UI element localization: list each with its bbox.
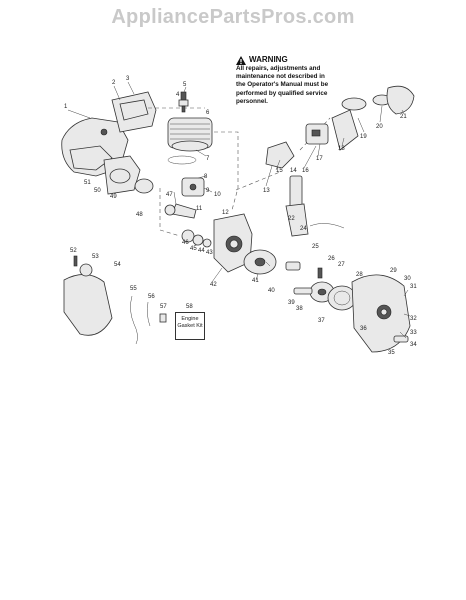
part-number-31: 31 [410, 284, 417, 290]
part-number-17: 17 [316, 156, 323, 162]
fuel-line [147, 301, 151, 327]
part-number-54: 54 [114, 262, 121, 268]
carburetor [305, 123, 329, 145]
part-number-1: 1 [64, 104, 68, 110]
heat-shield [111, 91, 157, 133]
intake-adapter [265, 141, 295, 169]
air-filter-base [331, 109, 359, 151]
fuel-tank-parts [285, 261, 323, 295]
part-number-39: 39 [288, 300, 295, 306]
part-number-55: 55 [130, 286, 137, 292]
air-filter [341, 94, 392, 111]
part-number-30: 30 [404, 276, 411, 282]
part-number-58: 58 [186, 304, 193, 310]
starter-spring [327, 285, 357, 311]
part-number-13: 13 [263, 188, 270, 194]
part-number-49: 49 [110, 194, 117, 200]
part-number-18: 18 [338, 146, 345, 152]
part-number-8: 8 [204, 174, 208, 180]
part-number-28: 28 [356, 272, 363, 278]
engine-gasket-kit-label: Engine Gasket Kit [177, 316, 203, 329]
air-filter-cover [386, 85, 415, 115]
part-number-14: 14 [290, 168, 297, 174]
assembly-line [235, 171, 281, 191]
fuel-tank [63, 263, 113, 336]
part-number-34: 34 [410, 342, 417, 348]
fuel-filter [159, 313, 167, 323]
part-number-20: 20 [376, 124, 383, 130]
crankshaft-bearings [181, 229, 212, 248]
part-number-36: 36 [360, 326, 367, 332]
part-number-46: 46 [182, 240, 189, 246]
fuel-line [130, 295, 138, 345]
piston [181, 177, 205, 197]
cylinder-gasket [167, 155, 197, 165]
throttle-control [285, 175, 309, 237]
part-number-41: 41 [252, 278, 259, 284]
part-number-42: 42 [210, 282, 217, 288]
part-number-51: 51 [84, 180, 91, 186]
part-number-2: 2 [112, 80, 116, 86]
part-number-35: 35 [388, 350, 395, 356]
part-number-25: 25 [312, 244, 319, 250]
muffler-body [103, 155, 141, 195]
part-number-50: 50 [94, 188, 101, 194]
part-number-6: 6 [206, 110, 210, 116]
part-number-22: 22 [288, 216, 295, 222]
connecting-rod [164, 203, 197, 219]
part-number-29: 29 [390, 268, 397, 274]
part-number-33: 33 [410, 330, 417, 336]
part-number-45: 45 [190, 246, 197, 252]
part-number-16: 16 [302, 168, 309, 174]
part-number-38: 38 [296, 306, 303, 312]
cylinder [167, 117, 213, 152]
part-number-37: 37 [318, 318, 325, 324]
part-number-26: 26 [328, 256, 335, 262]
part-number-5: 5 [183, 82, 187, 88]
part-number-12: 12 [222, 210, 229, 216]
screw [73, 255, 78, 267]
part-number-56: 56 [148, 294, 155, 300]
part-number-44: 44 [198, 248, 205, 254]
starter-housing [351, 274, 411, 353]
part-number-24: 24 [300, 226, 307, 232]
warning-triangle-icon [236, 55, 246, 65]
part-number-47: 47 [166, 192, 173, 198]
warning-title: WARNING [249, 55, 288, 64]
engine-gasket-kit-box: Engine Gasket Kit [175, 312, 205, 340]
part-number-19: 19 [360, 134, 367, 140]
part-number-4: 4 [176, 92, 180, 98]
part-number-21: 21 [400, 114, 407, 120]
gasket-ring [134, 178, 154, 194]
warning-text: All repairs, adjustments and maintenance… [236, 65, 329, 105]
part-number-9: 9 [206, 188, 210, 194]
watermark-text: AppliancePartsPros.com [111, 6, 355, 28]
leader-lines [67, 81, 411, 339]
flywheel [243, 249, 277, 275]
part-number-11: 11 [196, 206, 203, 212]
warning-notice: WARNING All repairs, adjustments and mai… [236, 55, 336, 106]
assembly-line [159, 188, 181, 237]
part-number-32: 32 [410, 316, 417, 322]
part-number-40: 40 [268, 288, 275, 294]
part-number-43: 43 [206, 250, 213, 256]
part-number-27: 27 [338, 262, 345, 268]
part-number-3: 3 [126, 76, 130, 82]
assembly-line [214, 131, 239, 211]
part-number-57: 57 [160, 304, 167, 310]
part-number-10: 10 [214, 192, 221, 198]
part-number-7: 7 [206, 156, 210, 162]
fuel-line [309, 223, 345, 229]
warning-heading: WARNING [236, 55, 336, 65]
spark-plug [178, 91, 189, 113]
part-number-15: 15 [276, 168, 283, 174]
crankcase [213, 213, 253, 273]
part-number-53: 53 [92, 254, 99, 260]
part-number-52: 52 [70, 248, 77, 254]
starter-handle [393, 335, 409, 343]
part-number-48: 48 [136, 212, 143, 218]
